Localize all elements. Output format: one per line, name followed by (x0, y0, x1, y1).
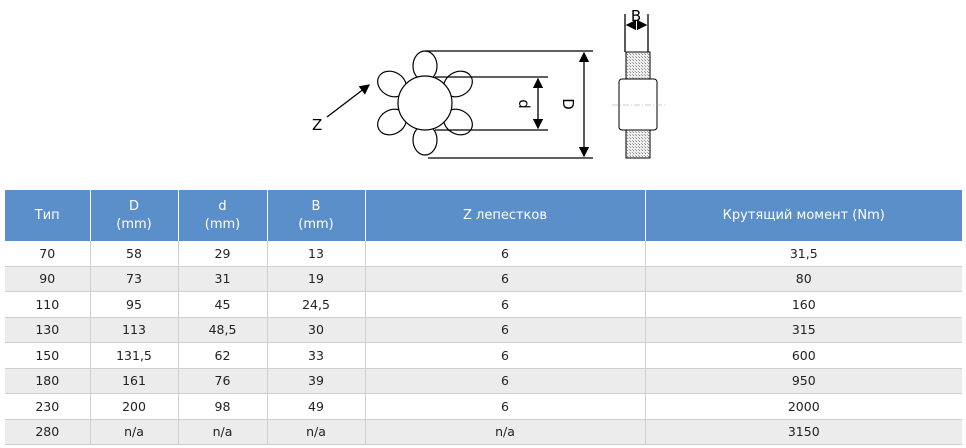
table-cell: n/a (90, 419, 179, 445)
header-line: d (218, 198, 227, 214)
table-cell: 315 (645, 317, 962, 343)
column-header: D (mm) (90, 190, 179, 241)
table-cell: 113 (90, 317, 179, 343)
label-z: Z (312, 116, 322, 134)
header-line: Крутящий момент (Nm) (722, 207, 885, 223)
table-cell: 76 (178, 368, 268, 394)
table-cell: 150 (5, 342, 91, 369)
table-cell: 230 (5, 393, 91, 420)
header-unit: (mm) (298, 216, 334, 232)
table-cell: 6 (365, 291, 646, 318)
table-cell: 3150 (645, 419, 962, 445)
table-cell: 160 (645, 291, 962, 318)
table-cell: 31 (178, 266, 268, 292)
table-cell: 62 (178, 342, 268, 369)
table-cell: 280 (5, 419, 91, 445)
header-line: Тип (34, 207, 60, 223)
table-cell: 6 (365, 266, 646, 292)
table-cell: 6 (365, 342, 646, 369)
table-cell: 6 (365, 317, 646, 343)
header-line: B (311, 198, 321, 214)
table-cell: 6 (365, 368, 646, 394)
table-cell: n/a (178, 419, 268, 445)
table-cell: 600 (645, 342, 962, 369)
table-cell: 19 (267, 266, 366, 292)
column-header: d (mm) (178, 190, 268, 241)
dimension-lines (326, 14, 649, 159)
spider-front-view (377, 50, 473, 156)
coupling-spider-diagram: Z d D B (312, 7, 665, 159)
table-cell: 58 (90, 241, 179, 267)
table-cell: 95 (90, 291, 179, 318)
table-cell: 49 (267, 393, 366, 420)
table-cell: 30 (267, 317, 366, 343)
table-cell: 39 (267, 368, 366, 394)
table-cell: 131,5 (90, 342, 179, 369)
table-cell: 130 (5, 317, 91, 343)
table-cell: 98 (178, 393, 268, 420)
table-cell: 6 (365, 393, 646, 420)
column-header: Крутящий момент (Nm) (645, 190, 962, 241)
header-unit: (mm) (204, 216, 241, 232)
table-cell: 45 (178, 291, 268, 318)
header-row: Тип D (mm) d (mm) B (mm) Z лепестков Крутящий мо… (5, 190, 962, 241)
header-line: D (128, 198, 139, 214)
table-cell: 90 (5, 266, 91, 292)
label-B: B (631, 7, 641, 25)
table-cell: 73 (90, 266, 179, 292)
table-cell: 70 (5, 241, 91, 267)
table-cell: 950 (645, 368, 962, 394)
table-cell: 48,5 (178, 317, 268, 343)
table-cell: 6 (365, 241, 646, 267)
table-cell: n/a (267, 419, 366, 445)
table-cell: 31,5 (645, 241, 962, 267)
table-cell: 33 (267, 342, 366, 369)
table-cell: 24,5 (267, 291, 366, 318)
header-unit: (mm) (116, 216, 152, 232)
column-header: B (mm) (267, 190, 366, 241)
table-cell: n/a (365, 419, 646, 445)
column-header: Тип (5, 190, 91, 241)
table-cell: 161 (90, 368, 179, 394)
table-cell: 110 (5, 291, 91, 318)
table-cell: 80 (645, 266, 962, 292)
table-cell: 13 (267, 241, 366, 267)
label-d: d (515, 99, 533, 109)
table-cell: 29 (178, 241, 268, 267)
spec-table: Тип D (mm) d (mm) B (mm) Z лепестков Крутящий мо… (5, 190, 962, 445)
table-cell: 200 (90, 393, 179, 420)
header-line: Z лепестков (462, 207, 548, 223)
spider-side-view (612, 51, 665, 159)
label-D: D (559, 98, 577, 110)
column-header: Z лепестков (365, 190, 646, 241)
table-cell: 180 (5, 368, 91, 394)
table-cell: 2000 (645, 393, 962, 420)
